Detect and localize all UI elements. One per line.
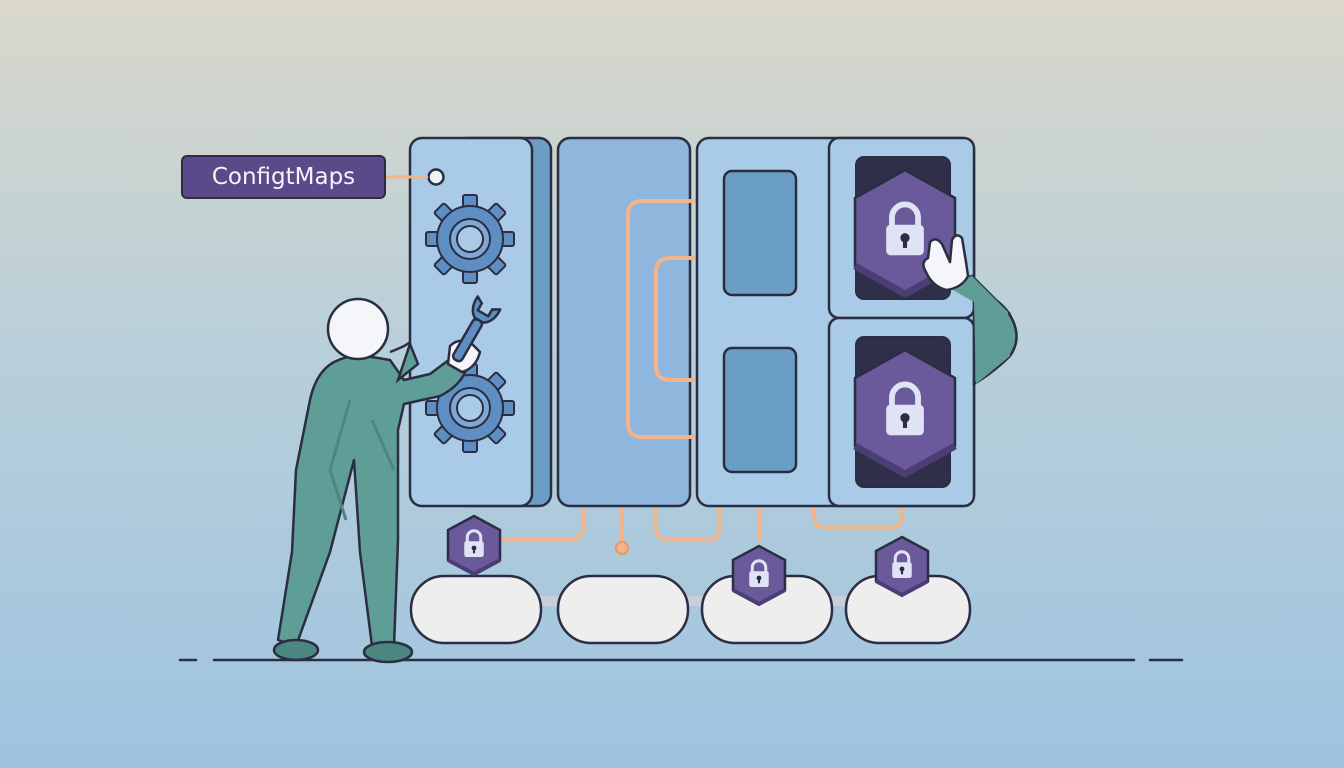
base-connectors [501,504,904,548]
connector-node [615,541,629,555]
configmaps-label: ConfigtMaps [181,155,386,199]
pointing-hand-icon [922,234,970,292]
storage-pill [556,574,690,645]
lock-icon [733,546,785,604]
storage-pill-row [409,574,972,645]
internal-connectors [626,199,718,439]
storage-pill-link-2 [826,596,852,606]
reaching-arm [943,274,1018,387]
lock-icon [876,537,928,595]
storage-pill [538,596,564,606]
lock-icon [448,516,500,574]
middle-panel [556,136,692,508]
wrench-icon [451,295,502,363]
person-head [326,297,390,361]
storage-pill [409,574,543,645]
cabinet-slot [722,169,798,297]
callout-anchor [427,168,445,186]
storage-pill-link [682,596,708,606]
person-figure [272,297,482,664]
lock-icon [853,348,957,479]
gear-icon [425,194,515,284]
cabinet-slot [722,346,798,474]
